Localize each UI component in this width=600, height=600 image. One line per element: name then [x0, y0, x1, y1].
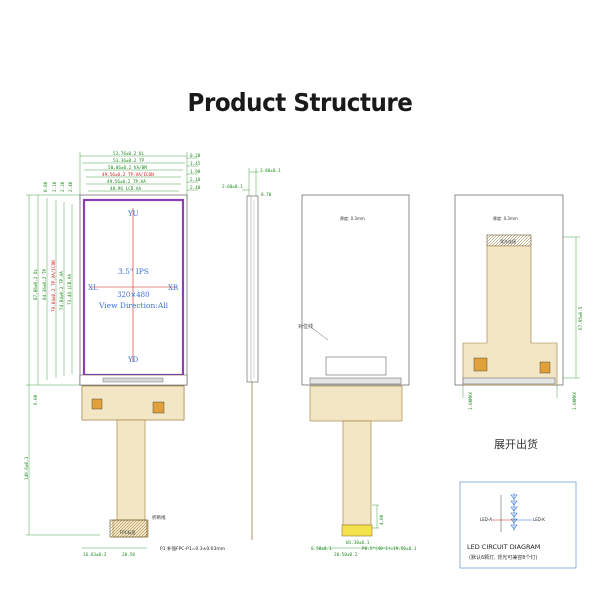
- front-view: 53.76±0.2 OL 53.36±0.2 TP 50.86±0.2 VA/B…: [24, 151, 225, 558]
- back2-fpc-component-1: [473, 357, 488, 372]
- front-label-yd: YD: [127, 356, 139, 364]
- front-top-dim-3: 50.86±0.2 VA/BM: [108, 165, 147, 171]
- back2-bottom-bar: [462, 377, 556, 385]
- front-left-dimensions: [26, 194, 100, 536]
- front-label-xl: XL: [88, 284, 98, 292]
- front-top-right-dim-4: 2.10: [190, 177, 201, 183]
- back2-dim-right-small: 1.00MAX: [572, 391, 578, 410]
- front-bottom-dim-left: 16.63±0.3: [83, 552, 107, 558]
- side-view: 3.80±0.1 2.60±0.1 0.70: [222, 168, 281, 540]
- back1-dim-bottom-right: P0.5*(40-1)=19.50±0.1: [362, 546, 417, 552]
- back1-dim-right: 4.00: [379, 514, 385, 525]
- front-bottom-dim-center: 20.50: [122, 552, 135, 558]
- back1-position-label: 对位线: [298, 323, 313, 330]
- page-title: Product Structure: [187, 88, 413, 117]
- front-left-dim-4: 74.84±0.2 TP.AA: [59, 271, 65, 310]
- back1-thickness-label: 厚度: 0.3mm: [340, 215, 365, 221]
- back2-fpc-component-2: [539, 361, 551, 374]
- front-left-dim-2: 84.36±0.2 TP: [42, 269, 48, 300]
- front-label-yu: YU: [127, 210, 139, 218]
- back1-dim-contact: W1.30±0.1: [346, 540, 370, 546]
- back2-connector-label: 背光连接: [500, 238, 516, 244]
- front-top-right-dim-3: 1.90: [190, 169, 201, 175]
- front-top-dimensions: [79, 152, 198, 200]
- front-top-dim-1: 53.76±0.2 OL: [113, 151, 144, 157]
- front-fpc-component-1: [91, 398, 103, 410]
- front-top-right-dim-2: 1.45: [190, 161, 201, 167]
- front-fpc-note: P1 补强FPC-P1=0.3±0.03mm: [160, 545, 225, 552]
- back-view-2: 厚度: 0.3mm 背光连接 67.95±0.5 1.00MAX 1.00MAX: [454, 194, 584, 410]
- side-panel-body: [246, 195, 259, 383]
- front-top-dim-5: 49.56±0.2 TP.AA: [107, 179, 146, 185]
- back1-dim-bottom-left: 0.50±0.1: [311, 546, 332, 552]
- front-left-top-dim-1: 0.80: [43, 181, 49, 192]
- led-k-label: LED-K: [533, 517, 545, 522]
- side-dim-right: 0.70: [261, 192, 272, 198]
- front-left-small-dim: 6.00: [33, 394, 39, 405]
- front-overall-height: 149.6±0.3: [24, 456, 30, 480]
- front-fpc-tail: [116, 419, 146, 521]
- front-top-dim-4: 49.56±0.2 TP.VA/ICON: [102, 172, 154, 178]
- front-left-dim-3: 79.04±0.2 TP.VA/ICON: [51, 260, 57, 312]
- back1-panel: [301, 194, 410, 386]
- front-left-top-dim-2: 2.10: [52, 181, 58, 192]
- front-top-dim-2: 53.36±0.2 TP: [113, 158, 144, 164]
- front-connector-label: FPC标签: [120, 529, 136, 535]
- front-top-right-dim-5: 2.40: [190, 185, 201, 191]
- front-top-dim-6: 48.96 LCD.AA: [110, 186, 141, 192]
- front-size-label: 3.5" IPS: [118, 267, 149, 276]
- side-dim-top: 3.80±0.1: [260, 168, 281, 174]
- back1-bottom-bar: [309, 377, 402, 385]
- front-top-right-dim-1: 0.20: [190, 153, 201, 159]
- back2-dim-left-small: 1.00MAX: [468, 391, 474, 410]
- back2-dim-right: 67.95±0.5: [578, 306, 584, 330]
- back1-fpc-main: [309, 385, 403, 422]
- front-left-dim-1: 87.86±0.2 OL: [33, 269, 39, 300]
- back1-fpc-contacts: [341, 524, 373, 537]
- led-circuit-title: LED CIRCUIT DIAGRAM: [467, 543, 540, 551]
- front-resolution-label: 320×480: [117, 291, 150, 299]
- front-fpc-connector: [109, 519, 148, 538]
- front-view-direction: View Direction:All: [98, 301, 169, 310]
- front-cut-line-label: 折断线: [152, 514, 166, 521]
- unfolded-label: 展开出货: [494, 437, 538, 451]
- back1-bottom-step: [325, 356, 387, 376]
- led-circuit-box: LED-A LED-K LED CIRCUIT DIAGRAM (默认6颗灯, …: [459, 481, 577, 569]
- front-label-xr: XR: [168, 284, 179, 292]
- back1-fpc-tail: [342, 420, 372, 526]
- back1-dim-bottom-center: 20.50±0.2: [334, 552, 358, 558]
- side-dim-left: 2.60±0.1: [222, 184, 243, 190]
- led-circuit-note: (默认6颗灯, 背光可兼容8个灯): [469, 554, 537, 561]
- front-left-top-dim-3: 2.30: [60, 181, 66, 192]
- front-fpc-component-2: [152, 401, 165, 414]
- back-view-1: 厚度: 0.3mm 对位线 4.00 W1.30±0.1 0.50±0.1 20…: [298, 194, 417, 558]
- led-a-label: LED-A: [480, 517, 492, 522]
- back2-thickness-label: 厚度: 0.3mm: [493, 215, 518, 221]
- front-left-top-dim-4: 2.40: [68, 181, 74, 192]
- front-left-dim-5: 73.44 LCD.AA: [67, 274, 73, 305]
- front-panel-ic: [102, 377, 164, 383]
